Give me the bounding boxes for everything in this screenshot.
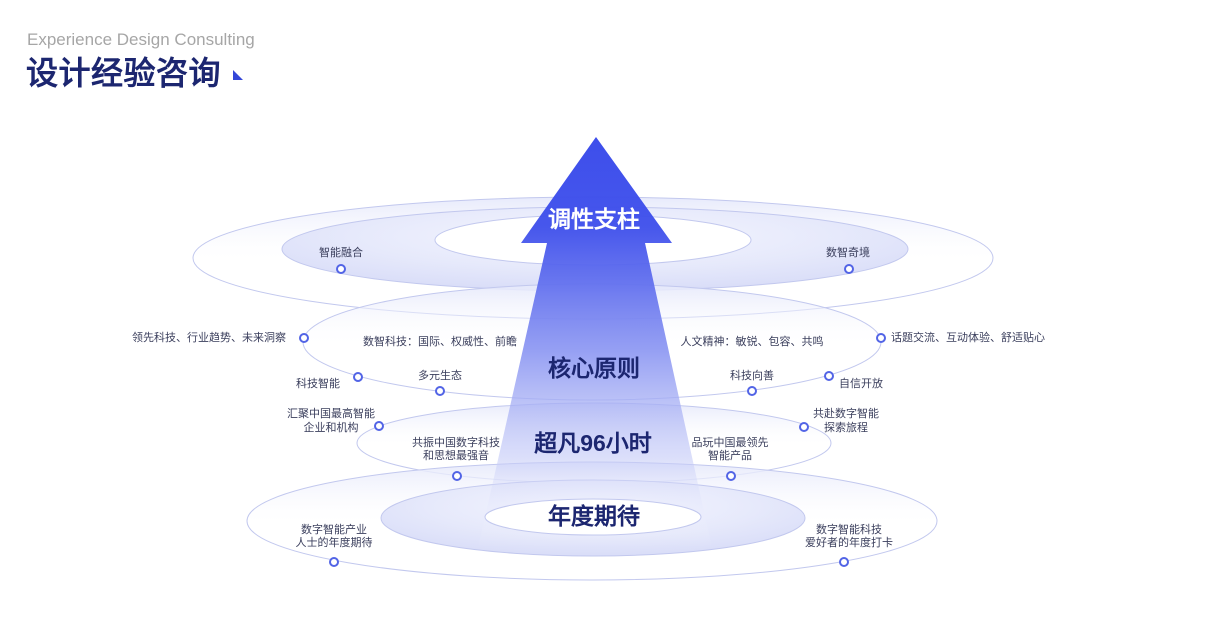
point-label: 科技智能 [296,376,340,390]
corner-triangle-icon [233,70,243,80]
level-title-96-hours: 超凡96小时 [534,430,652,456]
point-dot [353,372,363,382]
point-label-line: 数字智能产业 [301,522,367,536]
point-label-line: 和思想最强音 [423,448,489,462]
point-dot [876,333,886,343]
level-title-core-principles: 核心原则 [548,355,640,381]
up-arrow-icon [478,137,712,548]
ring-core-ellipse [484,498,702,536]
point-label-line: 汇聚中国最高智能 [287,406,375,420]
point-dot [824,371,834,381]
point-label-line: 共赴数字智能 [813,406,879,420]
point-dot [299,333,309,343]
points-core-principles: 领先科技、行业趋势、未来洞察 数智科技：国际、权威性、前瞻 人文精神：敏锐、包容… [132,330,1045,396]
point-label: 自信开放 [839,376,883,390]
point-label: 领先科技、行业趋势、未来洞察 [132,330,286,344]
point-label: 多元生态 [418,368,462,382]
point-dot [799,422,809,432]
point-dot [844,264,854,274]
header-subtitle: Experience Design Consulting [27,30,255,49]
point-dot [329,557,339,567]
point-label: 话题交流、互动体验、舒适贴心 [891,330,1045,344]
point-label: 数智科技：国际、权威性、前瞻 [363,334,517,348]
point-dot [435,386,445,396]
point-label-line: 爱好者的年度打卡 [805,535,893,549]
point-label-line: 共振中国数字科技 [412,435,500,449]
point-label-line: 品玩中国最领先 [692,436,769,449]
point-label-line: 企业和机构 [304,420,359,434]
point-label: 科技向善 [730,368,774,382]
point-dot [374,421,384,431]
point-dot [452,471,462,481]
point-label-line: 智能产品 [708,448,752,462]
point-label: 人文精神：敏锐、包容、共鸣 [681,334,824,348]
point-dot [726,471,736,481]
level-title-tone-pillars: 调性支柱 [548,206,640,232]
point-dot [336,264,346,274]
level-title-annual-expectation: 年度期待 [548,503,640,529]
point-label-line: 人士的年度期待 [296,535,373,549]
points-annual-expectation: 数字智能产业 人士的年度期待 数字智能科技 爱好者的年度打卡 [296,522,893,567]
point-label: 智能融合 [319,245,363,259]
point-dot [839,557,849,567]
point-label-line: 探索旅程 [824,420,868,434]
points-96-hours: 汇聚中国最高智能 企业和机构 共赴数字智能 探索旅程 共振中国数字科技 和思想最… [287,406,879,481]
point-label: 数智奇境 [826,245,870,259]
page-title: 设计经验咨询 [26,55,222,91]
points-tone-pillars: 智能融合 数智奇境 [319,245,870,274]
point-label-line: 数字智能科技 [816,522,882,536]
point-dot [747,386,757,396]
